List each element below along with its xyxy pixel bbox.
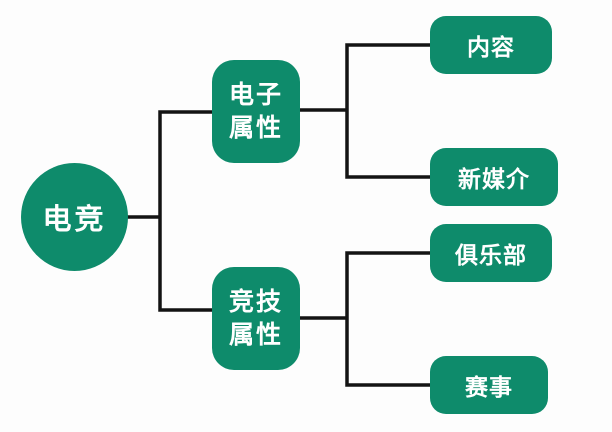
branch-node-electronic-attribute: 电子 属性	[212, 60, 300, 163]
branch-node-label-line1: 竞技	[228, 288, 283, 316]
branch-node-label-line2: 属性	[228, 113, 283, 142]
root-node-label: 电竞	[42, 204, 107, 236]
root-node-esports: 电竞	[21, 163, 128, 271]
leaf-node-events: 赛事	[430, 356, 548, 414]
connector-branch1-to-leaves	[300, 43, 430, 179]
branch-node-label-line2: 属性	[228, 320, 283, 349]
leaf-node-club: 俱乐部	[430, 224, 552, 282]
connector-root-to-branches	[121, 110, 212, 312]
branch-node-label-line1: 电子	[228, 81, 283, 109]
leaf-node-label: 俱乐部	[455, 242, 527, 268]
leaf-node-new-media: 新媒介	[430, 148, 558, 206]
leaf-node-label: 赛事	[465, 374, 513, 400]
leaf-node-label: 内容	[467, 34, 515, 60]
leaf-node-content: 内容	[430, 16, 552, 74]
leaf-node-label: 新媒介	[458, 166, 530, 192]
branch-node-competitive-attribute: 竞技 属性	[212, 267, 300, 370]
connector-branch2-to-leaves	[300, 251, 430, 387]
